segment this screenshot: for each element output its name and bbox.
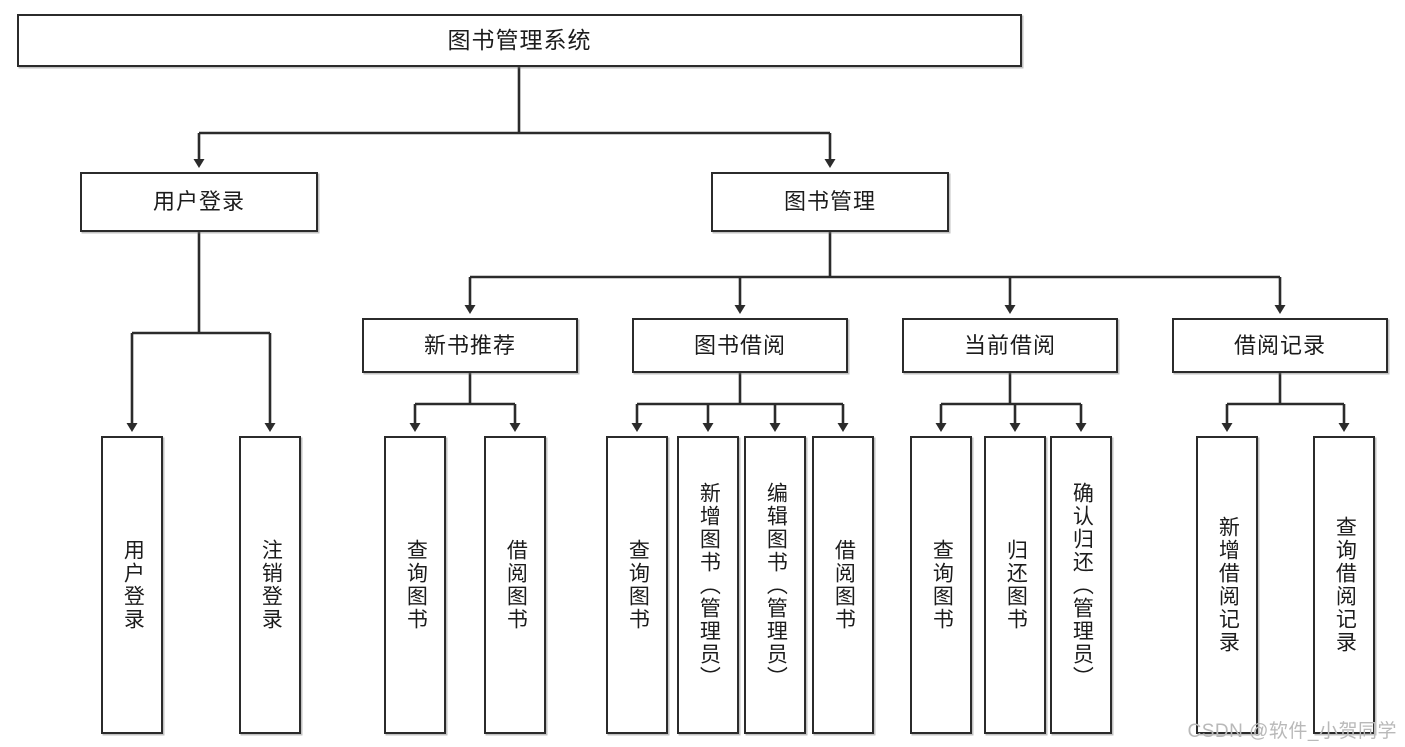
node-leaf-add-book-admin-label: 新增图书（管理员） bbox=[697, 481, 721, 689]
node-leaf-query-borrow-record[interactable]: 查询借阅记录 bbox=[1313, 436, 1375, 734]
node-current-borrow-label: 当前借阅 bbox=[963, 332, 1056, 358]
node-leaf-query-borrow-record-label: 查询借阅记录 bbox=[1333, 516, 1357, 654]
node-book-borrow[interactable]: 图书借阅 bbox=[632, 318, 848, 373]
node-current-borrow[interactable]: 当前借阅 bbox=[902, 318, 1118, 373]
node-leaf-user-login-label: 用户登录 bbox=[121, 539, 145, 631]
node-borrow-record[interactable]: 借阅记录 bbox=[1172, 318, 1388, 373]
node-leaf-query-book-1[interactable]: 查询图书 bbox=[384, 436, 446, 734]
node-book-manage[interactable]: 图书管理 bbox=[711, 172, 949, 232]
node-leaf-user-login[interactable]: 用户登录 bbox=[101, 436, 163, 734]
node-leaf-borrow-book-1[interactable]: 借阅图书 bbox=[484, 436, 546, 734]
node-leaf-query-book-1-label: 查询图书 bbox=[404, 539, 428, 631]
node-leaf-borrow-book-2-label: 借阅图书 bbox=[832, 539, 856, 631]
node-leaf-return-book[interactable]: 归还图书 bbox=[984, 436, 1046, 734]
node-leaf-query-book-3-label: 查询图书 bbox=[930, 539, 954, 631]
node-leaf-logout-login[interactable]: 注销登录 bbox=[239, 436, 301, 734]
node-user-login[interactable]: 用户登录 bbox=[80, 172, 318, 232]
node-leaf-borrow-book-2[interactable]: 借阅图书 bbox=[812, 436, 874, 734]
node-book-manage-label: 图书管理 bbox=[783, 189, 876, 215]
node-new-book-recommend-label: 新书推荐 bbox=[423, 332, 516, 358]
node-book-borrow-label: 图书借阅 bbox=[693, 332, 786, 358]
node-leaf-add-borrow-record-label: 新增借阅记录 bbox=[1216, 516, 1240, 654]
node-leaf-edit-book-admin-label: 编辑图书（管理员） bbox=[764, 481, 788, 689]
node-leaf-confirm-return-admin-label: 确认归还（管理员） bbox=[1070, 481, 1094, 689]
node-leaf-query-book-2[interactable]: 查询图书 bbox=[606, 436, 668, 734]
node-root-label: 图书管理系统 bbox=[447, 26, 592, 53]
node-leaf-borrow-book-1-label: 借阅图书 bbox=[504, 539, 528, 631]
node-leaf-add-book-admin[interactable]: 新增图书（管理员） bbox=[677, 436, 739, 734]
watermark: CSDN @软件_小贺同学 bbox=[1187, 721, 1397, 742]
node-new-book-recommend[interactable]: 新书推荐 bbox=[362, 318, 578, 373]
node-user-login-label: 用户登录 bbox=[152, 189, 245, 215]
node-leaf-add-borrow-record[interactable]: 新增借阅记录 bbox=[1196, 436, 1258, 734]
node-leaf-edit-book-admin[interactable]: 编辑图书（管理员） bbox=[744, 436, 806, 734]
node-borrow-record-label: 借阅记录 bbox=[1233, 332, 1326, 358]
node-leaf-return-book-label: 归还图书 bbox=[1004, 539, 1028, 631]
node-leaf-query-book-3[interactable]: 查询图书 bbox=[910, 436, 972, 734]
node-leaf-confirm-return-admin[interactable]: 确认归还（管理员） bbox=[1050, 436, 1112, 734]
node-leaf-logout-login-label: 注销登录 bbox=[259, 539, 283, 631]
node-root[interactable]: 图书管理系统 bbox=[17, 14, 1022, 67]
node-leaf-query-book-2-label: 查询图书 bbox=[626, 539, 650, 631]
